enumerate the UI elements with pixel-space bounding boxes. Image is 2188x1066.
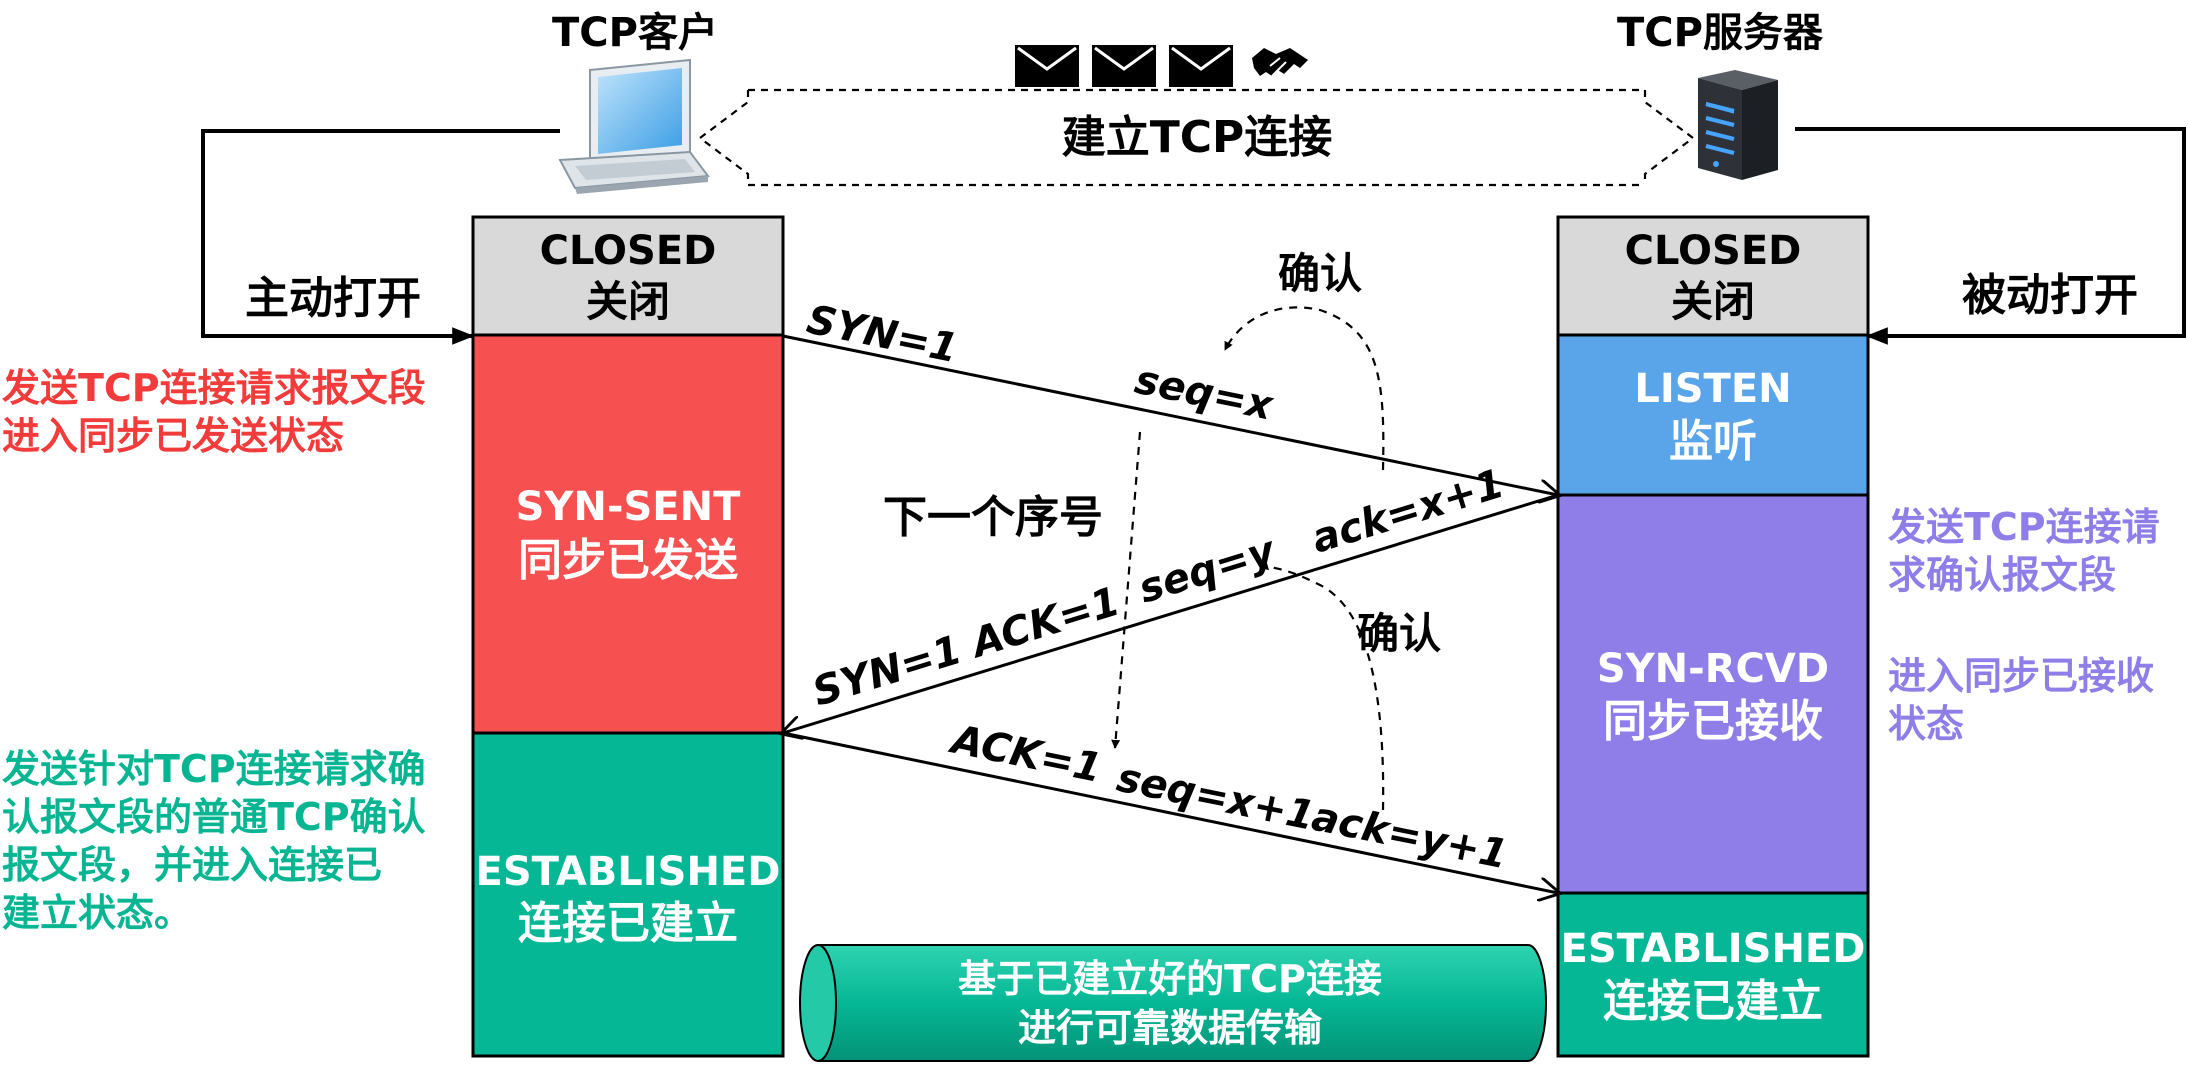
note-line: 状态: [1888, 702, 1965, 746]
passive-open-label: 被动打开: [1962, 270, 2138, 321]
client-syn-sent-cn: 同步已发送: [518, 535, 738, 586]
syn-ack-seq-label: seq=y: [1133, 527, 1281, 612]
client-title: TCP客户: [552, 10, 718, 56]
envelope-icon: [1169, 45, 1233, 87]
next-seq-dashed-arrow: [1111, 431, 1142, 749]
envelope-icon: [1015, 45, 1079, 87]
client-closed-name: CLOSED: [540, 228, 717, 274]
client-established-box: [471, 731, 785, 1058]
server-listen-name: LISTEN: [1634, 366, 1791, 412]
server-syn-rcvd-note-a: 发送TCP连接请 求确认报文段: [1888, 503, 2160, 599]
server-listen-box: [1556, 333, 1870, 497]
confirm-label-2: 确认: [1357, 609, 1441, 658]
envelope-icon: [1092, 45, 1156, 87]
client-established-note: 发送针对TCP连接请求确 认报文段的普通TCP确认 报文段，并进入连接已 建立状…: [2, 745, 426, 937]
transfer-line-1: 基于已建立好的TCP连接: [958, 957, 1382, 1001]
server-listen-cn: 监听: [1669, 416, 1757, 467]
active-open-arrow: [201, 129, 560, 345]
server-syn-rcvd-name: SYN-RCVD: [1597, 646, 1829, 692]
server-title: TCP服务器: [1617, 10, 1824, 56]
server-established-cn: 连接已建立: [1603, 976, 1823, 1027]
syn-ack-flag-label: SYN=1 ACK=1: [807, 579, 1125, 716]
laptop-icon: [558, 58, 710, 194]
connection-label: 建立TCP连接: [1062, 112, 1333, 163]
confirm-curve-2: [1259, 561, 1385, 811]
transfer-line-2: 进行可靠数据传输: [1018, 1006, 1323, 1050]
syn-ack-ack-label: ack=x+1: [1306, 461, 1509, 563]
client-syn-sent-name: SYN-SENT: [516, 484, 741, 530]
passive-open-arrow: [1795, 127, 2186, 345]
data-transfer-pipe: 基于已建立好的TCP连接 进行可靠数据传输: [799, 944, 1547, 1062]
syn-seq-label: seq=x: [1131, 357, 1277, 430]
client-closed-box: [471, 215, 785, 337]
connection-dashed-arrow: [698, 88, 1695, 187]
ack-flag-label: ACK=1: [945, 716, 1106, 792]
syn-flag-label: SYN=1: [803, 297, 962, 373]
server-syn-rcvd-cn: 同步已接收: [1603, 696, 1823, 747]
ack-seq-label: seq=x+1: [1113, 755, 1318, 840]
server-closed-box: [1556, 215, 1870, 337]
handshake-icon: [1252, 48, 1308, 77]
note-line: 进入同步已接收: [1888, 654, 2155, 698]
server-closed-cn: 关闭: [1671, 277, 1755, 326]
client-established-cn: 连接已建立: [518, 898, 738, 949]
client-syn-sent-note: 发送TCP连接请求报文段 进入同步已发送状态: [2, 364, 426, 460]
note-line: 进入同步已发送状态: [2, 414, 345, 458]
confirm-label-1: 确认: [1278, 249, 1362, 298]
note-line: 认报文段的普通TCP确认: [2, 795, 426, 839]
server-closed-name: CLOSED: [1625, 228, 1802, 274]
confirm-curve-1: [1224, 306, 1385, 471]
server-icon: [1698, 70, 1778, 180]
server-established-box: [1556, 891, 1870, 1058]
ack-message-arrow: [782, 731, 1558, 893]
syn-message-arrow: [782, 334, 1558, 495]
ack-ack-label: ack=y+1: [1308, 794, 1511, 879]
client-established-name: ESTABLISHED: [476, 849, 781, 895]
server-syn-rcvd-note-b: 进入同步已接收 状态: [1888, 652, 2154, 748]
note-line: 发送TCP连接请: [1888, 505, 2160, 549]
note-line: 报文段，并进入连接已: [2, 843, 383, 887]
note-line: 发送针对TCP连接请求确: [2, 747, 426, 791]
server-state-column: CLOSED 关闭 LISTEN 监听 SYN-RCVD 同步已接收 ESTAB…: [1556, 215, 1870, 1058]
note-line: 发送TCP连接请求报文段: [2, 366, 426, 410]
server-syn-rcvd-box: [1556, 493, 1870, 895]
active-open-label: 主动打开: [245, 273, 421, 324]
client-closed-cn: 关闭: [586, 277, 670, 326]
client-syn-sent-box: [471, 333, 785, 735]
next-seq-label: 下一个序号: [883, 492, 1103, 543]
note-line: 求确认报文段: [1888, 553, 2117, 597]
note-line: 建立状态。: [2, 891, 193, 935]
client-state-column: CLOSED 关闭 SYN-SENT 同步已发送 ESTABLISHED 连接已…: [471, 215, 785, 1058]
syn-ack-message-arrow: [783, 493, 1559, 733]
server-established-name: ESTABLISHED: [1561, 926, 1866, 972]
